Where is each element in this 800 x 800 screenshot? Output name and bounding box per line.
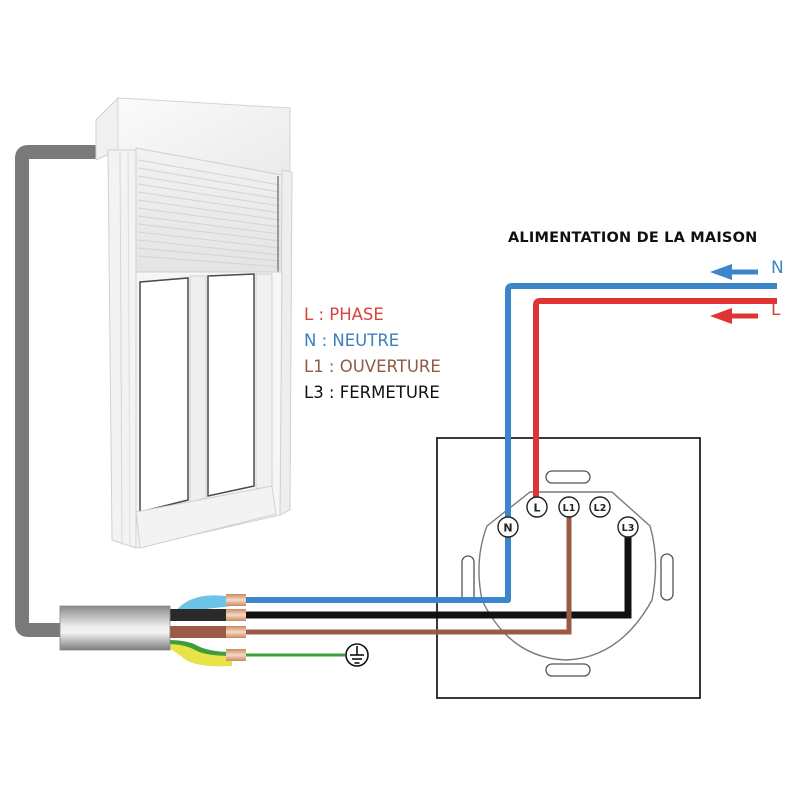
multicore-cable [59, 594, 246, 667]
wire-legend: L : PHASE N : NEUTRE L1 : OUVERTURE L3 :… [304, 302, 441, 406]
supply-wires [240, 264, 777, 603]
legend-ouverture: L1 : OUVERTURE [304, 357, 441, 376]
phase-arrow-icon [710, 308, 758, 324]
motor-cable-conduit [15, 145, 103, 637]
neutral-arrow-icon [710, 264, 758, 280]
svg-text:L: L [533, 502, 540, 515]
supply-phase-label: L [771, 300, 781, 320]
screw-slot-top [545, 470, 591, 484]
legend-fermeture: L3 : FERMETURE [304, 383, 440, 402]
terminal-l: L [526, 496, 548, 518]
terminal-l2: L2 [589, 496, 611, 518]
supply-title: ALIMENTATION DE LA MAISON [508, 230, 758, 246]
supply-neutral-label: N [771, 258, 784, 278]
legend-neutre: N : NEUTRE [304, 331, 400, 350]
svg-text:L2: L2 [594, 503, 607, 514]
svg-text:L1: L1 [563, 503, 576, 514]
roller-shutter-window [95, 96, 293, 549]
switch-terminals: N L L1 L2 L3 [497, 496, 639, 538]
terminal-l1: L1 [558, 496, 580, 518]
svg-text:L3: L3 [622, 523, 635, 534]
terminal-l3: L3 [617, 516, 639, 538]
fermeture-wire [240, 533, 632, 619]
screw-slot-bottom [545, 663, 591, 677]
earth-ground-icon [345, 643, 369, 667]
ouverture-wire [240, 510, 572, 635]
switch-wires [240, 510, 632, 657]
terminal-n: N [497, 516, 519, 538]
screw-slot-right [660, 553, 674, 601]
neutral-wire [240, 283, 777, 603]
legend-phase: L : PHASE [304, 305, 384, 324]
svg-text:N: N [503, 522, 512, 535]
phase-wire [533, 298, 777, 500]
